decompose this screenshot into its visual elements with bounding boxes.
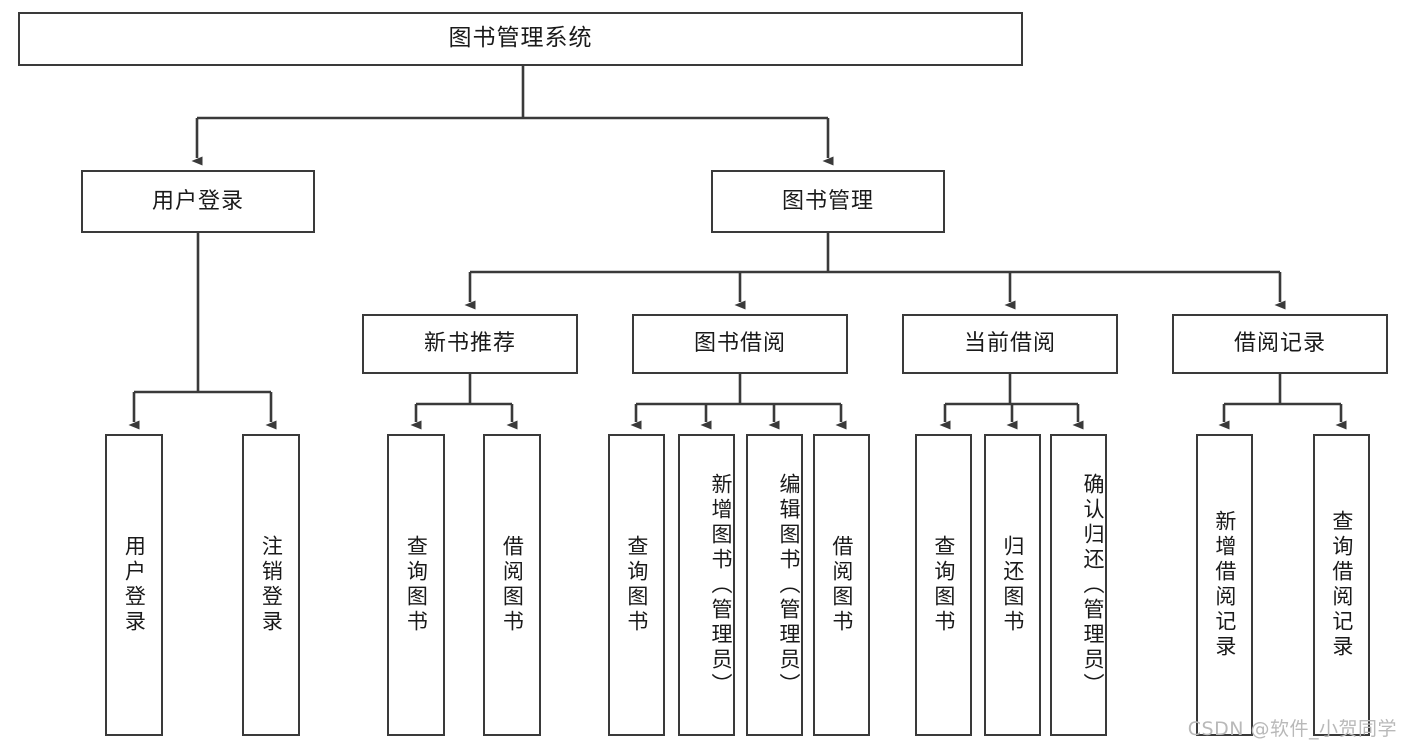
node-new-book-rec-label: 新书推荐 bbox=[423, 331, 516, 357]
node-leaf-query-record-label: 查询借阅记录 bbox=[1329, 510, 1354, 660]
node-leaf-add-book[interactable]: 新增图书（管理员） bbox=[678, 434, 735, 736]
node-user-login[interactable]: 用户登录 bbox=[81, 170, 315, 233]
node-user-login-label: 用户登录 bbox=[151, 188, 244, 214]
node-leaf-borrow-book-2[interactable]: 借阅图书 bbox=[813, 434, 870, 736]
node-leaf-add-record-label: 新增借阅记录 bbox=[1212, 510, 1237, 660]
node-leaf-user-login[interactable]: 用户登录 bbox=[105, 434, 163, 736]
node-leaf-borrow-book-1[interactable]: 借阅图书 bbox=[483, 434, 541, 736]
node-leaf-confirm-return[interactable]: 确认归还（管理员） bbox=[1050, 434, 1107, 736]
node-borrow-record[interactable]: 借阅记录 bbox=[1172, 314, 1388, 374]
node-book-borrow[interactable]: 图书借阅 bbox=[632, 314, 848, 374]
node-leaf-return-book-label: 归还图书 bbox=[1000, 535, 1025, 635]
node-leaf-user-login-label: 用户登录 bbox=[122, 535, 147, 635]
node-leaf-query-book-1-label: 查询图书 bbox=[404, 535, 429, 635]
node-current-borrow[interactable]: 当前借阅 bbox=[902, 314, 1118, 374]
watermark-text: CSDN @软件_小贺同学 bbox=[1187, 718, 1397, 740]
node-leaf-query-book-1[interactable]: 查询图书 bbox=[387, 434, 445, 736]
node-root[interactable]: 图书管理系统 bbox=[18, 12, 1023, 66]
node-leaf-query-record[interactable]: 查询借阅记录 bbox=[1313, 434, 1370, 736]
node-leaf-confirm-return-label: 确认归还（管理员） bbox=[1081, 472, 1105, 698]
node-leaf-add-record[interactable]: 新增借阅记录 bbox=[1196, 434, 1253, 736]
node-book-manage[interactable]: 图书管理 bbox=[711, 170, 945, 233]
node-book-borrow-label: 图书借阅 bbox=[693, 331, 786, 357]
node-leaf-edit-book[interactable]: 编辑图书（管理员） bbox=[746, 434, 803, 736]
node-new-book-rec[interactable]: 新书推荐 bbox=[362, 314, 578, 374]
node-leaf-return-book[interactable]: 归还图书 bbox=[984, 434, 1041, 736]
node-root-label: 图书管理系统 bbox=[448, 25, 593, 52]
node-leaf-query-book-2-label: 查询图书 bbox=[624, 535, 649, 635]
node-leaf-borrow-book-1-label: 借阅图书 bbox=[500, 535, 525, 635]
node-leaf-logout[interactable]: 注销登录 bbox=[242, 434, 300, 736]
node-book-manage-label: 图书管理 bbox=[781, 188, 874, 214]
node-leaf-borrow-book-2-label: 借阅图书 bbox=[829, 535, 854, 635]
node-borrow-record-label: 借阅记录 bbox=[1233, 331, 1326, 357]
node-current-borrow-label: 当前借阅 bbox=[963, 331, 1056, 357]
node-leaf-logout-label: 注销登录 bbox=[259, 535, 284, 635]
node-leaf-add-book-label: 新增图书（管理员） bbox=[709, 472, 733, 698]
node-leaf-edit-book-label: 编辑图书（管理员） bbox=[777, 472, 801, 698]
node-leaf-query-book-2[interactable]: 查询图书 bbox=[608, 434, 665, 736]
node-leaf-query-book-3-label: 查询图书 bbox=[931, 535, 956, 635]
node-leaf-query-book-3[interactable]: 查询图书 bbox=[915, 434, 972, 736]
